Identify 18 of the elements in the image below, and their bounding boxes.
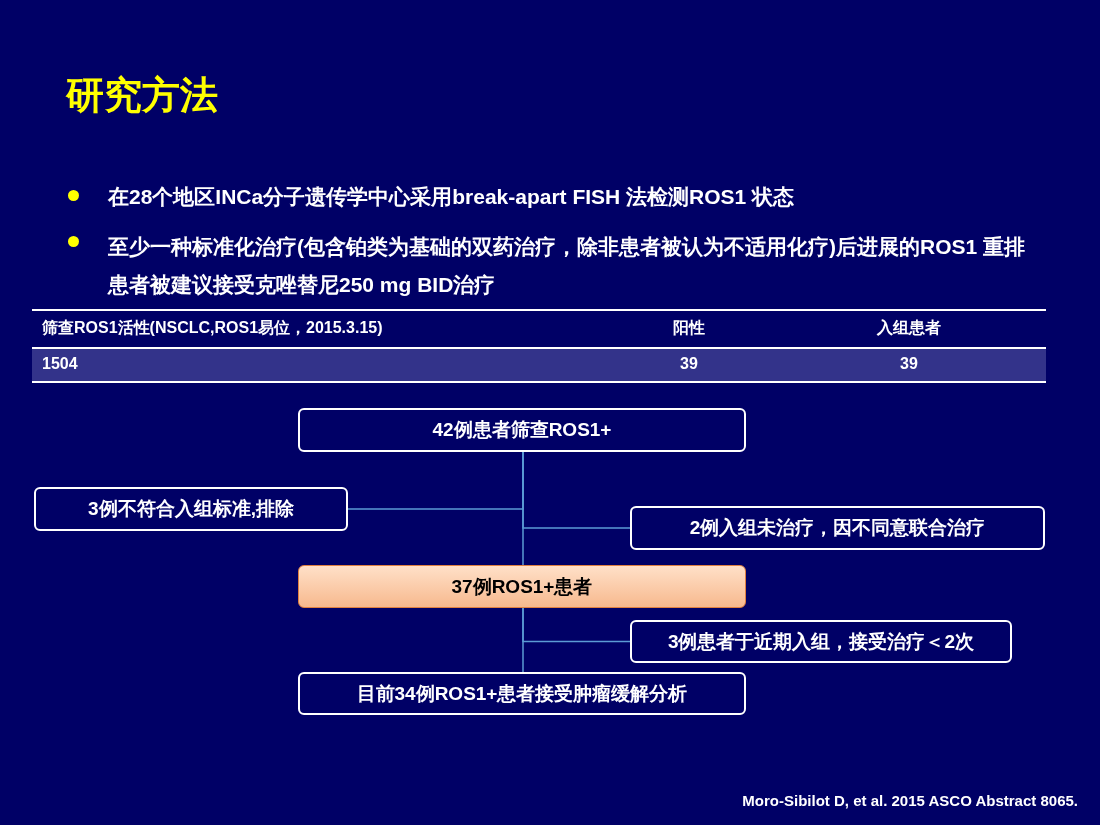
citation: Moro-Sibilot D, et al. 2015 ASCO Abstract 8065. <box>742 792 1078 809</box>
process-box: 2例入组未治疗，因不同意联合治疗 <box>630 506 1045 550</box>
process-box: 42例患者筛查ROS1+ <box>298 408 746 452</box>
table-cell-text: 入组患者 <box>877 318 941 338</box>
bullet-text: 在28个地区INCa分子遗传学中心采用break-apart FISH 法检测ROS1 状态 <box>108 184 796 210</box>
slide-title: 研究方法 <box>66 73 218 118</box>
connector-line <box>522 607 631 643</box>
bullet-text: 至少一种标准化治疗(包含铂类为基础的双药治疗，除非患者被认为不适用化疗)后进展的ROS1 重排患者被建议接受克唑替尼250 mg BID治疗 <box>108 234 1026 298</box>
table-cell-text: 阳性 <box>673 318 705 338</box>
table-cell-text: 筛查ROS1活性(NSCLC,ROS1易位，2015.3.15) <box>42 318 383 338</box>
process-box: 目前34例ROS1+患者接受肿瘤缓解分析 <box>298 672 746 715</box>
table-cell: 1504 <box>42 355 78 373</box>
table-cell: 39 <box>680 355 698 373</box>
process-box: 37例ROS1+患者 <box>298 565 746 608</box>
process-box: 3例患者于近期入组，接受治疗＜2次 <box>630 620 1012 663</box>
process-box: 3例不符合入组标准,排除 <box>34 487 348 531</box>
connector-line <box>522 451 631 529</box>
table-cell: 39 <box>900 355 918 373</box>
